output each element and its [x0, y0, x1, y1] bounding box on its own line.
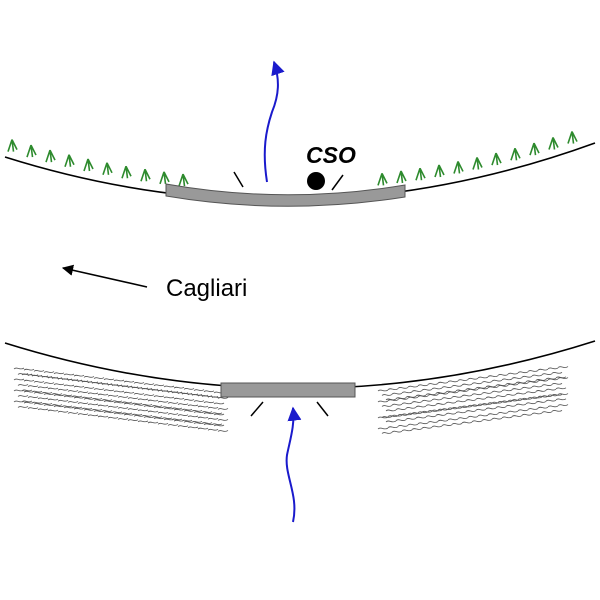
- cso-marker: [307, 172, 325, 190]
- hatch-line: [377, 393, 569, 419]
- lower-left-tick: [250, 401, 264, 417]
- hatch-line: [17, 384, 229, 410]
- sprout-icon: [83, 158, 94, 172]
- cso-label: CSO: [306, 142, 356, 168]
- sprout-icon: [453, 161, 464, 174]
- sprout-icon: [510, 147, 521, 161]
- sprout-icon: [121, 165, 132, 179]
- upper-left-tick: [233, 171, 244, 188]
- sprout-icon: [102, 162, 113, 176]
- sprout-icon: [567, 131, 578, 144]
- hatch-line: [13, 400, 225, 427]
- hatch-line: [377, 377, 569, 403]
- sprout-icon: [529, 142, 540, 156]
- hatch-line: [21, 373, 223, 399]
- sprout-icon: [377, 172, 388, 186]
- sprout-icon: [159, 171, 170, 185]
- sprout-icon: [7, 139, 18, 152]
- sprout-icon: [45, 149, 56, 163]
- sprout-icon: [64, 154, 75, 167]
- hatch-line: [17, 395, 229, 421]
- sprout-icon: [140, 168, 151, 182]
- direction-arrow: [61, 264, 148, 288]
- sprout-icon: [434, 164, 445, 178]
- upper-surface-curve: [4, 142, 596, 201]
- hatch-line: [21, 400, 223, 426]
- lower-plate: [220, 382, 356, 398]
- hatch-line: [17, 373, 229, 399]
- hatch-line: [377, 366, 569, 392]
- upper-right-tick: [331, 174, 344, 191]
- upper-panel: CSO: [4, 60, 596, 207]
- hatch-line: [377, 404, 569, 430]
- sprout-icon: [472, 157, 483, 170]
- hatch-line: [13, 378, 225, 405]
- vegetation-row: [7, 131, 578, 187]
- lower-panel: [4, 340, 596, 523]
- direction-indicator: Cagliari: [61, 264, 247, 302]
- place-label: Cagliari: [166, 275, 247, 302]
- hatch-line: [381, 409, 563, 434]
- lower-surface-curve: [4, 340, 596, 390]
- sprout-icon: [178, 173, 189, 187]
- inflow-arrow: [285, 406, 302, 523]
- hatch-line: [381, 371, 563, 396]
- hatch-line: [381, 393, 563, 418]
- hatch-line: [17, 406, 229, 432]
- sprout-icon: [548, 137, 559, 150]
- hatch-line: [381, 382, 563, 407]
- hatch-line: [385, 387, 567, 412]
- hatch-line: [385, 398, 567, 423]
- sprout-icon: [26, 144, 37, 158]
- lower-right-tick: [316, 401, 329, 417]
- sprout-icon: [491, 152, 502, 166]
- upward-flow-arrow: [263, 60, 285, 183]
- sediment-hatch-right: [377, 366, 569, 434]
- hatch-line: [13, 389, 225, 416]
- hatch-line: [21, 389, 223, 415]
- sprout-icon: [415, 167, 426, 181]
- sediment-hatch-left: [13, 367, 229, 432]
- hatch-line: [13, 367, 225, 394]
- sprout-icon: [396, 170, 407, 184]
- upper-plate: [165, 183, 406, 207]
